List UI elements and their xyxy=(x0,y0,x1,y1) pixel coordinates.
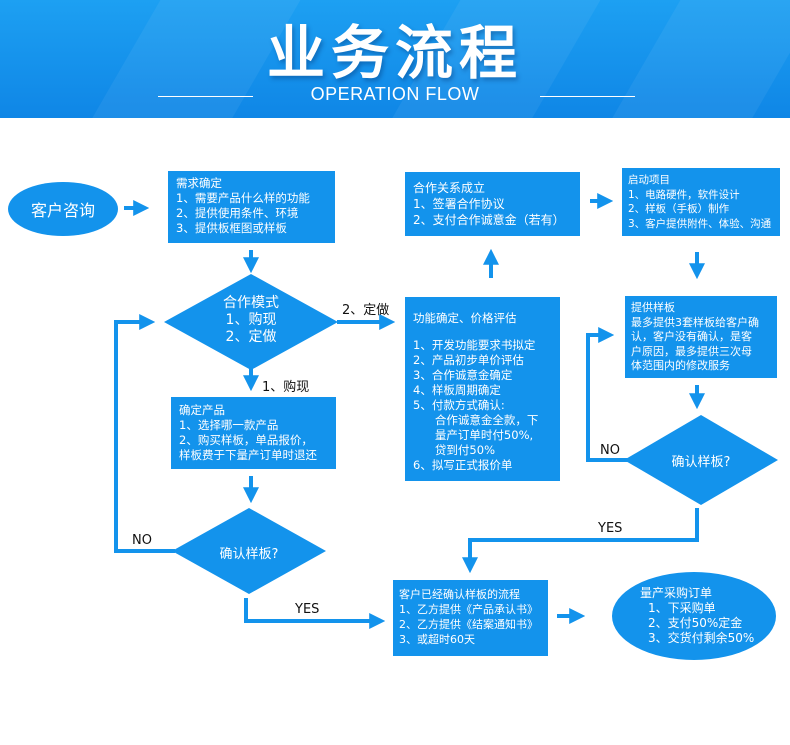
mass-order-item: 3、交货付剩余50% xyxy=(648,631,755,645)
page-title: 业务流程 xyxy=(266,19,523,87)
cooperation-title: 合作关系成立 xyxy=(413,181,486,195)
provide-sample-item: 体范围内的修改服务 xyxy=(631,359,730,372)
start-project-box: 启动项目 1、电路硬件，软件设计 2、样板（手板）制作 3、客户提供附件、体验、… xyxy=(622,168,780,236)
edge-label-buy-now: 1、购现 xyxy=(262,380,310,395)
start-project-item: 3、客户提供附件、体验、沟通 xyxy=(628,217,772,230)
start-project-item: 2、样板（手板）制作 xyxy=(628,203,730,215)
provide-sample-item: 最多提供3套样板给客户确 xyxy=(631,315,759,329)
edge-label-custom: 2、定做 xyxy=(342,303,390,318)
confirm-product-item: 1、选择哪一款产品 xyxy=(179,418,279,432)
edge-label-yes-left: YES xyxy=(295,602,320,617)
function-eval-item: 3、合作诚意金确定 xyxy=(413,368,513,382)
mass-order-node: 量产采购订单 1、下采购单 2、支付50%定金 3、交货付剩余50% xyxy=(612,572,776,660)
sample-confirmed-item: 2、乙方提供《结案通知书》 xyxy=(399,618,538,631)
header-banner: 业务流程 OPERATION FLOW xyxy=(0,0,790,118)
provide-sample-item: 户原因，最多提供三次母 xyxy=(631,344,752,358)
requirement-title: 需求确定 xyxy=(176,176,222,190)
confirm-sample-left-text: 确认样板? xyxy=(219,547,279,562)
mass-order-title: 量产采购订单 xyxy=(640,586,713,600)
confirm-sample-right-text: 确认样板? xyxy=(671,455,731,470)
provide-sample-box: 提供样板 最多提供3套样板给客户确 认，客户没有确认，是客 户原因，最多提供三次… xyxy=(625,296,777,378)
function-evaluation-box: 功能确定、价格评估 1、开发功能要求书拟定 2、产品初步单价评估 3、合作诚意金… xyxy=(405,297,560,481)
diamond-cooperation-mode xyxy=(164,274,338,370)
cooperation-mode-text: 合作模式 1、购现 2、定做 xyxy=(191,295,311,346)
cooperation-mode-title: 合作模式 xyxy=(223,295,279,311)
cooperation-item: 1、签署合作协议 xyxy=(413,197,505,211)
provide-sample-title: 提供样板 xyxy=(631,301,675,314)
edge-label-no-right: NO xyxy=(600,443,620,458)
function-eval-item: 量产订单时付50%, xyxy=(413,428,534,442)
sample-confirmed-item: 3、或超时60天 xyxy=(399,633,475,646)
confirm-product-item: 2、购买样板，单品报价， xyxy=(179,433,313,447)
sample-confirmed-box: 客户已经确认样板的流程 1、乙方提供《产品承认书》 2、乙方提供《结案通知书》 … xyxy=(393,580,548,656)
edge-label-no-left: NO xyxy=(132,533,152,548)
customer-consult-node: 客户咨询 xyxy=(8,182,118,236)
customer-consult-label: 客户咨询 xyxy=(30,201,95,220)
page-subtitle: OPERATION FLOW xyxy=(310,84,480,104)
function-eval-item: 4、样板周期确定 xyxy=(413,383,501,397)
mass-order-item: 2、支付50%定金 xyxy=(648,616,743,630)
requirement-item: 3、提供板框图或样板 xyxy=(176,221,287,235)
edge-label-yes-right: YES xyxy=(598,521,623,536)
function-eval-item: 1、开发功能要求书拟定 xyxy=(413,338,536,352)
diamond-confirm-sample-right xyxy=(624,415,778,505)
requirement-item: 1、需要产品什么样的功能 xyxy=(176,191,310,205)
confirm-product-box: 确定产品 1、选择哪一款产品 2、购买样板，单品报价， 样板费于下量产订单时退还 xyxy=(171,397,336,469)
start-project-item: 1、电路硬件，软件设计 xyxy=(628,188,740,201)
requirement-item: 2、提供使用条件、环境 xyxy=(176,206,299,220)
confirm-product-title: 确定产品 xyxy=(179,403,225,417)
function-eval-item: 合作诚意金全款，下 xyxy=(413,413,539,427)
cooperation-mode-item: 1、购现 xyxy=(225,312,277,328)
provide-sample-item: 认，客户没有确认，是客 xyxy=(631,330,752,343)
cooperation-mode-item: 2、定做 xyxy=(225,329,277,345)
mass-order-item: 1、下采购单 xyxy=(648,601,716,615)
start-project-title: 启动项目 xyxy=(628,174,670,186)
subtitle-line-left xyxy=(158,96,253,97)
function-eval-item: 贷到付50% xyxy=(413,443,495,457)
function-eval-item: 2、产品初步单价评估 xyxy=(413,353,524,367)
subtitle-line-right xyxy=(540,96,635,97)
function-eval-title: 功能确定、价格评估 xyxy=(413,311,517,325)
function-eval-item: 5、付款方式确认: xyxy=(413,398,505,412)
cooperation-item: 2、支付合作诚意金（若有） xyxy=(413,213,565,227)
sample-confirmed-item: 1、乙方提供《产品承认书》 xyxy=(399,603,538,616)
function-eval-item: 6、拟写正式报价单 xyxy=(413,458,513,472)
requirement-box: 需求确定 1、需要产品什么样的功能 2、提供使用条件、环境 3、提供板框图或样板 xyxy=(168,171,335,243)
cooperation-established-box: 合作关系成立 1、签署合作协议 2、支付合作诚意金（若有） xyxy=(405,172,580,236)
confirm-product-item: 样板费于下量产订单时退还 xyxy=(179,448,317,462)
diamond-confirm-sample-left xyxy=(172,508,326,594)
sample-confirmed-title: 客户已经确认样板的流程 xyxy=(399,588,520,601)
